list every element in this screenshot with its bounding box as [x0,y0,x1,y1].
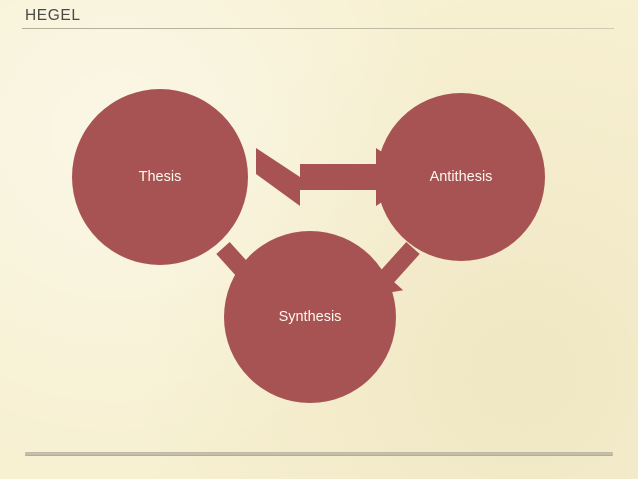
slide-header: HEGEL [0,0,638,34]
hegel-dialectic-diagram: Thesis Antithesis Synthesis [0,34,638,452]
node-thesis[interactable]: Thesis [72,89,248,265]
diagram-svg: Thesis Antithesis Synthesis [72,89,545,403]
node-synthesis[interactable]: Synthesis [224,231,396,403]
title-divider [22,28,614,29]
node-antithesis-circle [377,93,545,261]
node-synthesis-label: Synthesis [279,309,342,325]
node-thesis-circle [72,89,248,265]
footer-divider [25,452,613,456]
node-thesis-label: Thesis [139,169,182,185]
node-synthesis-circle [224,231,396,403]
node-antithesis[interactable]: Antithesis [377,93,545,261]
page-title: HEGEL [25,7,81,24]
node-antithesis-label: Antithesis [430,169,493,185]
